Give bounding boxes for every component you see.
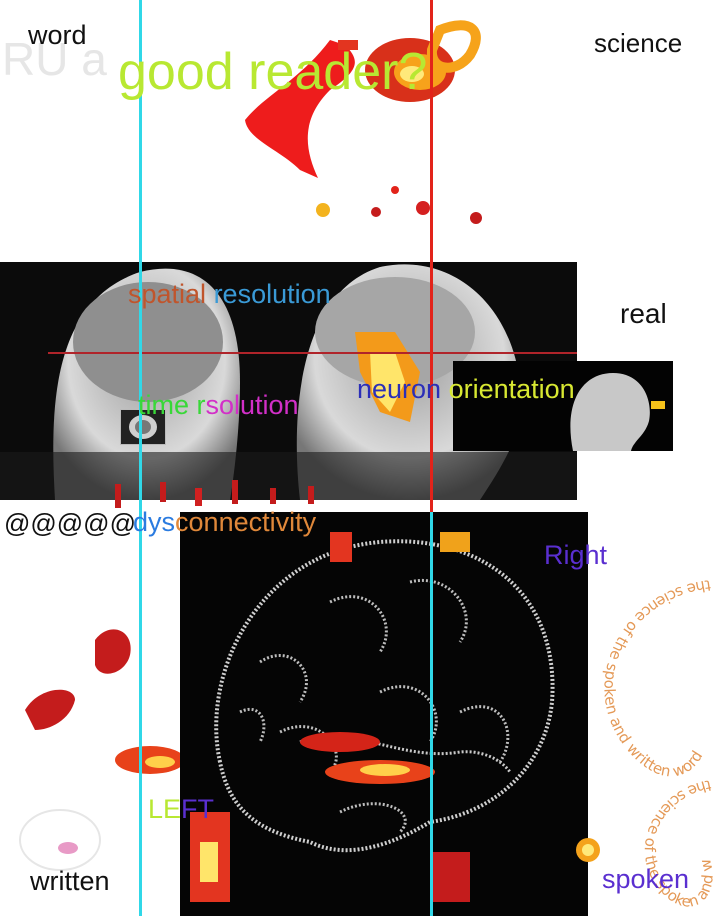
at-signs-label: @@@@@ <box>4 508 136 538</box>
brain-outline-panel <box>180 512 588 916</box>
real-label: real <box>620 298 667 329</box>
left-ft: FT <box>181 794 215 824</box>
cyan-vertical-guide-left <box>139 0 142 916</box>
neuron-orientation-label: neuron orientation <box>357 376 575 403</box>
brain-outline-drawing <box>190 532 555 902</box>
crosshair-horizontal-line <box>48 352 577 354</box>
right-label: Right <box>544 540 608 570</box>
head-render-inset <box>453 361 673 451</box>
left-activation-blobs <box>19 629 180 871</box>
spatial-word: spatial <box>128 279 214 309</box>
left-label: LEFT <box>148 796 214 823</box>
cyan-vertical-guide-right <box>430 512 433 916</box>
dysconnectivity-label: dysconnectivity <box>133 509 316 536</box>
neuron-word: neuron <box>357 374 449 404</box>
connectivity-word: connectivity <box>175 507 317 537</box>
spoken-label: spoken <box>602 864 690 894</box>
science-label: science <box>594 28 683 58</box>
orientation-word: orientation <box>448 374 575 404</box>
spatial-resolution-label: spatial resolution <box>128 281 331 308</box>
solution-word: solution <box>205 390 299 420</box>
left-le: LE <box>148 794 182 824</box>
dys-word: dys <box>133 507 176 537</box>
word-label: word <box>28 20 87 50</box>
good-reader-title: good reader? <box>118 43 428 101</box>
time-resolution-label: time rsolution <box>138 392 299 419</box>
svg-text:the science of the spoken and: the science of the spoken and written wo… <box>600 576 711 780</box>
red-vertical-guide <box>430 0 433 916</box>
resolution-word: resolution <box>213 279 331 309</box>
yellow-activation-loop <box>426 20 481 73</box>
mid-activation-drips <box>115 480 314 508</box>
time-word: time r <box>138 390 206 420</box>
ru-a-faded-label: RU a <box>2 33 107 85</box>
red-activation-streak <box>245 40 355 178</box>
written-label: written <box>30 866 110 896</box>
swirl-text-graphic: the science of the spoken and written wo… <box>560 560 717 911</box>
mri-head-scans <box>0 264 577 500</box>
